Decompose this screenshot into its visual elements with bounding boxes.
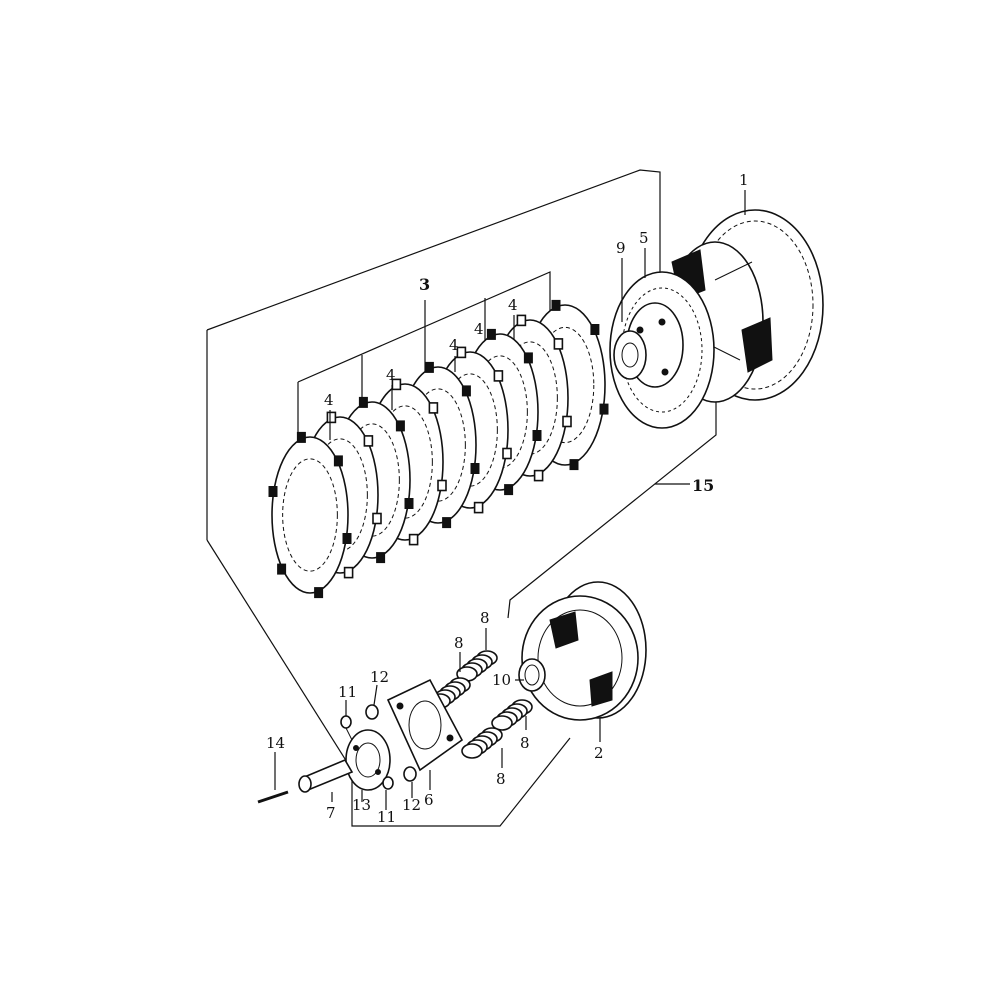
clutch-spring-upper-right: [456, 650, 498, 682]
plate-tab: [473, 501, 484, 514]
clutch-plate-stack: [268, 299, 609, 599]
callout-1: 1: [739, 171, 749, 189]
spring-coil: [491, 715, 513, 731]
callout-8-d: 8: [496, 770, 506, 788]
callout-14: 14: [266, 734, 285, 752]
plate-tab: [395, 420, 405, 432]
plate-tab: [424, 361, 434, 373]
pressure-plate: [521, 581, 647, 721]
plate-tab: [551, 299, 561, 311]
plate-tab: [516, 314, 527, 327]
plate-tab: [342, 533, 352, 544]
leader-lines: [274, 190, 746, 810]
callout-7: 7: [326, 804, 336, 822]
plate-tab: [502, 447, 512, 460]
plate-outer-edge: [271, 436, 349, 594]
callout-13: 13: [352, 796, 371, 814]
plate-tab: [523, 352, 533, 364]
plate-tab: [296, 431, 306, 443]
plate-tab: [553, 338, 564, 350]
plate-tab: [363, 435, 374, 447]
callout-labels: 1 2 3 4 4 4 4 4 5 6 7 8 8 8 8 9 10 11 11…: [266, 171, 749, 826]
callout-11-a: 11: [338, 683, 357, 701]
plate-tab: [461, 385, 471, 397]
callout-3: 3: [419, 275, 430, 294]
plate-tab: [404, 498, 414, 509]
plate-tab: [314, 587, 324, 599]
plate-inner-teeth: [282, 458, 338, 572]
plate-tab: [333, 455, 343, 467]
callout-4-b: 4: [386, 366, 396, 384]
plate-tab: [428, 402, 439, 414]
plate-tab: [504, 484, 514, 496]
plate-tab: [326, 411, 337, 424]
callout-5: 5: [639, 229, 649, 247]
circlip: [518, 658, 546, 692]
plate-tab: [533, 469, 544, 482]
plate-tab: [372, 512, 382, 525]
plate-tab: [493, 370, 504, 382]
plate-tab: [486, 328, 496, 340]
plate-tab: [456, 346, 467, 359]
plate-tab: [590, 324, 600, 335]
callout-4-d: 4: [508, 296, 518, 314]
plate-tab: [532, 430, 542, 441]
washer-lower: [403, 766, 417, 782]
bolt-upper: [340, 715, 353, 741]
plate-tab: [358, 396, 368, 408]
plate-tab: [277, 563, 287, 575]
callout-8-c: 8: [520, 734, 530, 752]
plate-inner-teeth: [535, 326, 595, 444]
plate-tab: [268, 486, 278, 497]
plate-tab: [562, 415, 572, 428]
lifter-plate: [386, 678, 464, 772]
callout-2: 2: [594, 744, 604, 762]
lifter-rod: [298, 758, 354, 793]
clutch-plate: [268, 431, 352, 599]
clutch-spring-lower-left: [461, 727, 503, 759]
lifter-bearing: [345, 729, 391, 791]
callout-8-a: 8: [480, 609, 490, 627]
callout-15: 15: [692, 476, 714, 495]
plate-tab: [376, 552, 386, 564]
callout-6: 6: [424, 791, 434, 809]
plate-tab: [437, 479, 447, 492]
plate-tab: [391, 378, 402, 391]
plate-tab: [343, 566, 354, 579]
plate-tab: [408, 533, 419, 546]
callout-9: 9: [616, 239, 626, 257]
callout-8-b: 8: [454, 634, 464, 652]
plate-tab: [442, 517, 452, 529]
callout-12-b: 12: [402, 796, 421, 814]
thrust-washer: [613, 330, 647, 380]
callout-4-c: 4: [449, 336, 459, 354]
callout-11-b: 11: [377, 808, 396, 826]
plate-tab: [470, 463, 480, 474]
washer-upper: [365, 704, 379, 720]
callout-4-a: 4: [324, 391, 334, 409]
callout-12-a: 12: [370, 668, 389, 686]
spring-coil: [461, 743, 483, 759]
plate-tab: [599, 403, 609, 415]
callout-4-e: 4: [474, 320, 484, 338]
push-pin: [257, 790, 289, 804]
bolt-lower: [382, 776, 394, 790]
plate-tab: [569, 459, 579, 471]
clutch-spring-lower-right: [491, 699, 533, 731]
callout-10: 10: [492, 671, 511, 689]
